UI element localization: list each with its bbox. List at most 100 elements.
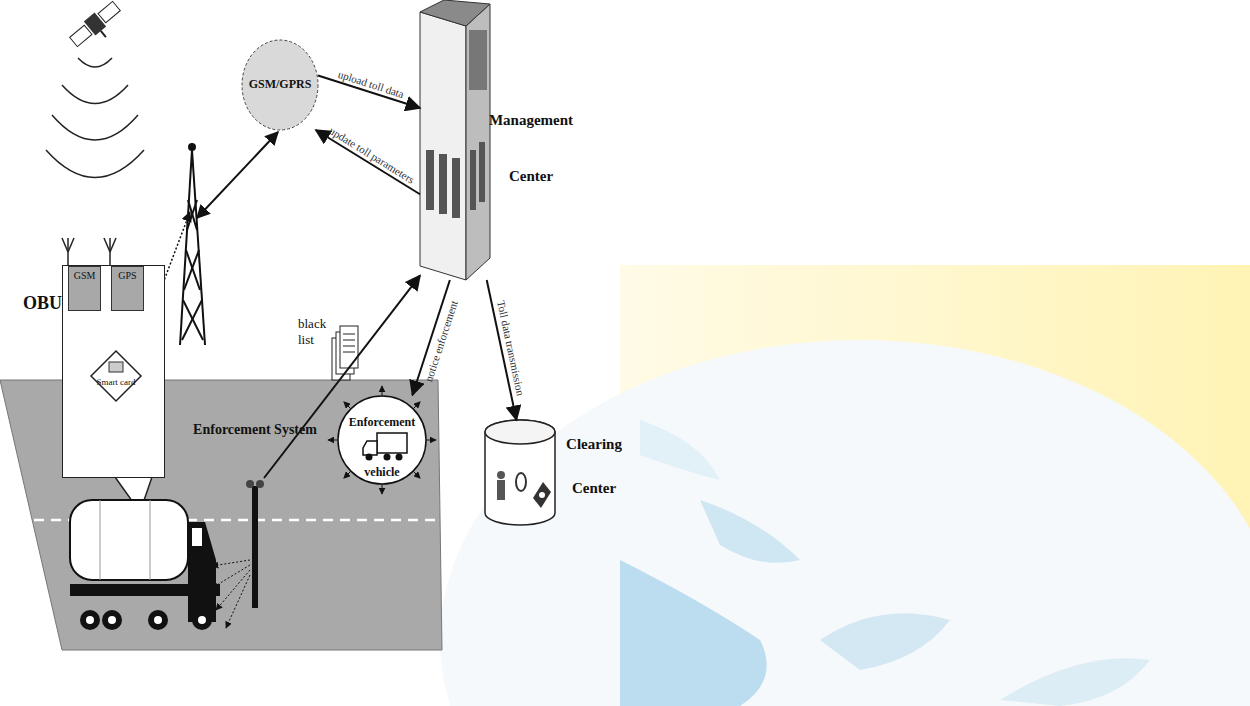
beacon-symbol bbox=[256, 480, 264, 488]
radiating-arrow bbox=[426, 440, 436, 441]
pole-outline bbox=[245, 478, 265, 608]
cylinder-top bbox=[485, 420, 555, 444]
antenna-part bbox=[104, 238, 110, 252]
signal-wave-part bbox=[46, 150, 144, 178]
part-label: black list bbox=[298, 316, 330, 347]
connector-arrow bbox=[412, 280, 449, 395]
antenna-part bbox=[62, 238, 68, 252]
chip-symbol bbox=[109, 362, 123, 372]
diamond-outline bbox=[91, 351, 141, 401]
radiating-arrow bbox=[382, 386, 383, 396]
background-image-part bbox=[620, 560, 767, 706]
tanker-truck-part bbox=[188, 522, 216, 622]
document-stack bbox=[332, 326, 358, 380]
node-label: GSM bbox=[69, 270, 100, 281]
radio-tower bbox=[180, 144, 205, 345]
radio-tower-part bbox=[189, 144, 195, 150]
connector-arrow bbox=[487, 280, 517, 420]
radio-tower-part bbox=[184, 250, 199, 290]
background-image-part bbox=[820, 613, 950, 670]
edge-label: Toll data transmission bbox=[495, 299, 527, 396]
node-label: Enforcement System bbox=[181, 422, 329, 437]
beacon-ray-part bbox=[226, 575, 250, 628]
pole-shape bbox=[252, 486, 258, 608]
cloud-shape bbox=[242, 40, 318, 130]
beacon-symbol bbox=[246, 480, 254, 488]
module-box: GSM bbox=[68, 266, 101, 311]
signal-wave bbox=[46, 58, 144, 178]
tanker-truck-part bbox=[100, 500, 101, 580]
tanker-truck bbox=[70, 500, 220, 630]
person-icon bbox=[497, 480, 505, 500]
tanker-truck-part bbox=[86, 616, 94, 624]
truck-icon bbox=[384, 454, 391, 461]
edge-label: update toll parameters bbox=[327, 125, 417, 187]
server-building: Management Center bbox=[420, 0, 490, 280]
node-label: GSM/GPRS bbox=[242, 78, 318, 91]
beacon-ray bbox=[212, 560, 250, 628]
radio-tower-part bbox=[182, 300, 202, 340]
satellite bbox=[68, 0, 128, 55]
truck-icon bbox=[396, 454, 403, 461]
building-window bbox=[470, 150, 476, 210]
signal-wave-part bbox=[62, 85, 128, 104]
node-label: Smart card bbox=[93, 378, 139, 388]
radio-tower-part bbox=[183, 300, 203, 340]
module-box: GPS bbox=[111, 266, 144, 311]
person-icon bbox=[497, 471, 505, 479]
edge-label: notice enforcement bbox=[422, 299, 460, 383]
beacon-ray-part bbox=[216, 570, 250, 610]
radiating-arrow bbox=[328, 440, 338, 441]
truck-icon bbox=[366, 454, 373, 461]
edge-label: upload toll data bbox=[337, 68, 406, 100]
building-window bbox=[479, 142, 485, 202]
cylinder-outline bbox=[485, 420, 555, 525]
document-stack-part bbox=[343, 340, 355, 341]
satellite-part bbox=[70, 25, 92, 46]
obu-callout: OBUGSMGPSSmart card bbox=[62, 265, 165, 478]
tanker-truck-part bbox=[150, 500, 151, 580]
road-part bbox=[0, 519, 438, 522]
database-cylinder: Clearing Center bbox=[485, 420, 555, 525]
building-window bbox=[469, 30, 487, 90]
node-label: Management Center bbox=[486, 92, 576, 204]
signal-wave-part bbox=[52, 115, 138, 140]
background-image-part bbox=[700, 500, 800, 563]
satellite-part bbox=[98, 1, 120, 22]
document-stack-part bbox=[343, 346, 355, 347]
building-window bbox=[439, 154, 447, 214]
smart-card-diamond: Smart card bbox=[91, 351, 141, 401]
document-stack-part bbox=[343, 334, 355, 335]
tanker-truck-part bbox=[198, 616, 206, 624]
building-window bbox=[452, 158, 460, 218]
tanker-truck-part bbox=[192, 528, 202, 546]
background-image-part bbox=[440, 340, 1250, 706]
tanker-truck-part bbox=[192, 610, 212, 630]
document-stack-part bbox=[343, 352, 355, 353]
radiating-arrow bbox=[413, 471, 420, 478]
antenna bbox=[62, 238, 116, 266]
radiating-arrow bbox=[344, 471, 351, 478]
disk-icon bbox=[539, 492, 545, 498]
background-image-part bbox=[1000, 658, 1150, 706]
cylinder-shape bbox=[485, 420, 555, 525]
connector-arrow bbox=[316, 130, 420, 194]
radio-link-part bbox=[197, 132, 278, 218]
truck-icon bbox=[377, 433, 407, 453]
disk-icon bbox=[533, 482, 551, 508]
background-image-part bbox=[640, 420, 720, 480]
beacon-ray-part bbox=[212, 560, 250, 566]
tanker-truck-part bbox=[154, 616, 162, 624]
signal-wave-part bbox=[78, 58, 112, 67]
tanker-truck-part bbox=[148, 610, 168, 630]
ring-icon bbox=[516, 473, 526, 491]
node-label: Clearing Center bbox=[563, 422, 625, 510]
radiating-arrow bbox=[413, 402, 420, 409]
antenna-part bbox=[68, 238, 74, 252]
radiating-arrow bbox=[382, 484, 383, 494]
tanker-truck-part bbox=[102, 610, 122, 630]
tanker-truck-part bbox=[80, 610, 100, 630]
